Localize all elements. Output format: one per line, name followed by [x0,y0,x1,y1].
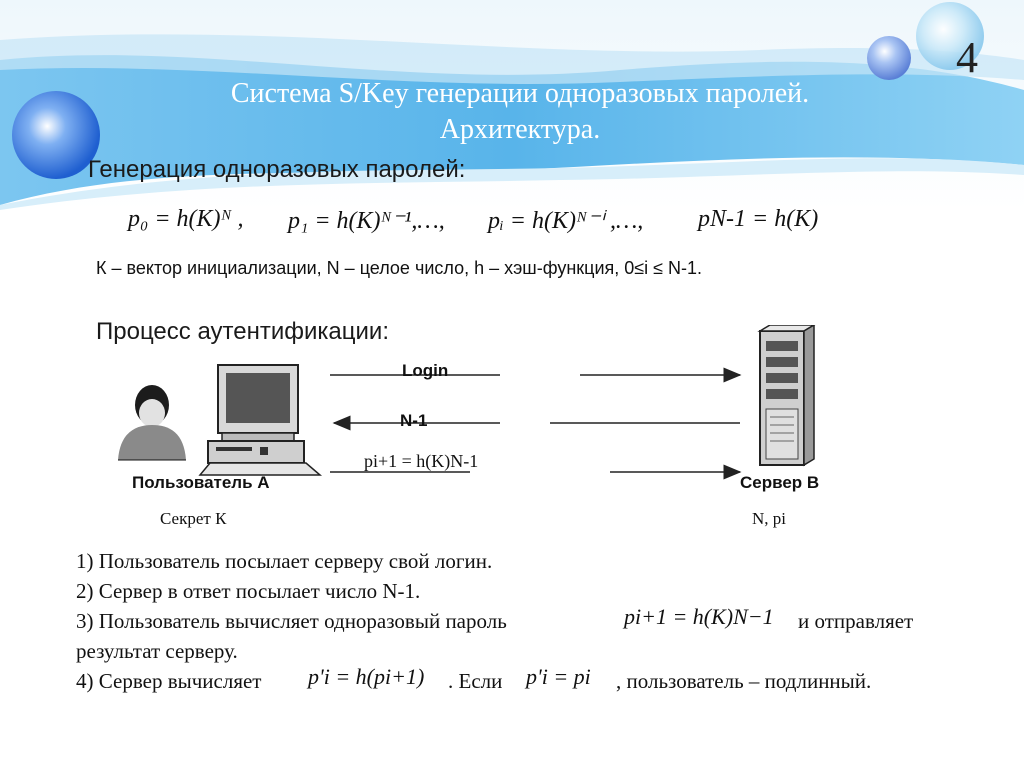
server-data: N, pi [752,509,786,528]
slide-title-line2: Архитектура. [439,114,601,145]
steps-list: 1) Пользователь посылает серверу свой ло… [76,546,956,696]
slide-title: Система S/Key генерации одноразовых паро… [120,76,920,148]
step-4-formula-1: p'i = h(pi+1) [308,664,425,689]
formula-p0: p₀ = h(K)ᴺ , [128,206,244,232]
arrow-login-label: Login [402,361,449,380]
formula-p1: p₁ = h(K)ᴺ⁻¹,…, [288,208,445,234]
auth-diagram: Login N-1 pi+1 = h(K)N-1 Пользователь А … [110,325,840,545]
formula-pi: pᵢ = h(K)ᴺ⁻ⁱ ,…, [488,208,644,234]
auth-heading: Процесс аутентификации: [96,318,389,345]
step-4-if: . Если [448,669,503,693]
generation-formulas: p₀ = h(K)ᴺ , p₁ = h(K)ᴺ⁻¹,…, pᵢ = h(K)ᴺ⁻… [128,200,908,250]
orb-right-icon [916,2,984,70]
slide-title-line1: Система S/Key генерации одноразовых паро… [230,78,810,109]
server-label: Сервер В [740,473,820,492]
step-3: 3) Пользователь вычисляет одноразовый па… [76,604,956,636]
arrow-p-label: pi+1 = h(K)N-1 [364,451,479,471]
banner-graphic [0,0,1024,210]
step-1: 1) Пользователь посылает серверу свой ло… [76,549,493,573]
auth-diagram-graphic [118,325,816,480]
step-3-text: 3) Пользователь вычисляет одноразовый па… [76,609,507,633]
step-3-continued: результат серверу. [76,639,238,663]
step-3-formula: pi+1 = h(K)N−1 [624,604,774,629]
step-4: 4) Сервер вычисляет p'i = h(pi+1) . Если… [76,664,956,696]
orb-large-icon [12,91,100,179]
generation-legend: К – вектор инициализации, N – целое числ… [96,258,703,278]
arrow-n1-label: N-1 [400,411,428,430]
step-3-tail: и отправляет [798,609,914,633]
step-2: 2) Сервер в ответ посылает число N-1. [76,579,421,603]
computer-icon [198,364,323,476]
user-secret: Секрет К [160,509,227,528]
header-banner [0,0,1024,210]
user-label: Пользователь А [132,473,270,492]
formula-pn: pN-1 = h(K) [698,206,819,232]
generation-heading: Генерация одноразовых паролей: [88,156,466,183]
user-person-icon [118,385,186,461]
server-icon [757,325,816,467]
slide-number: 4 [956,33,978,82]
step-4-formula-2: p'i = pi [526,664,591,689]
orb-small-icon [867,36,911,80]
step-4-text: 4) Сервер вычисляет [76,669,262,693]
step-4-tail: , пользователь – подлинный. [616,669,872,693]
